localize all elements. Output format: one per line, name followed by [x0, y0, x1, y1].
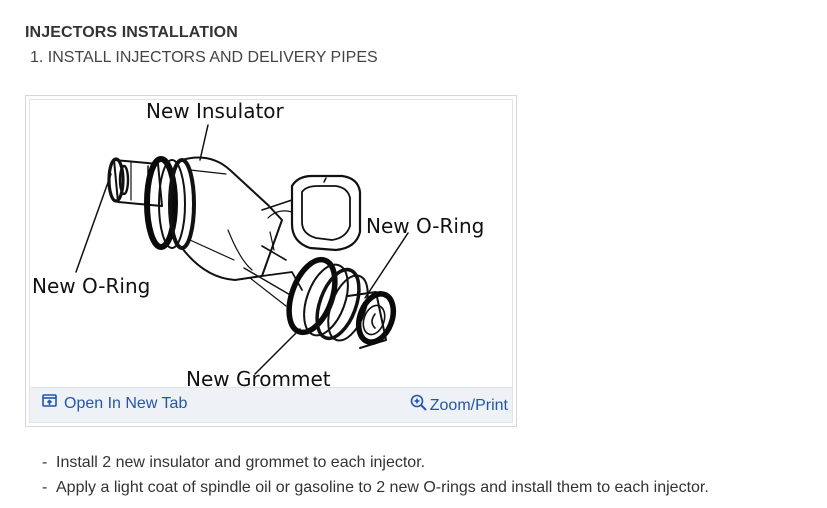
zoom-print-label: Zoom/Print: [429, 396, 508, 414]
instruction-text: Install 2 new insulator and grommet to e…: [56, 454, 426, 471]
label-new-oring-right: New O-Ring: [366, 214, 485, 238]
step-title: 1. INSTALL INJECTORS AND DELIVERY PIPES: [30, 49, 378, 66]
list-item: -Apply a light coat of spindle oil or ga…: [42, 477, 709, 502]
figure-frame: New Insulator New O-Ring New O-Ring New …: [29, 99, 513, 423]
label-new-insulator: New Insulator: [146, 99, 284, 123]
open-tab-label: Open In New Tab: [64, 394, 188, 412]
open-in-new-tab-link[interactable]: Open In New Tab: [42, 394, 187, 413]
instruction-text: Apply a light coat of spindle oil or gas…: [56, 479, 709, 496]
injector-illustration: [75, 124, 409, 375]
figure-container: New Insulator New O-Ring New O-Ring New …: [25, 95, 517, 427]
label-new-oring-left: New O-Ring: [32, 274, 151, 298]
list-item: -Install 2 new insulator and grommet to …: [42, 452, 709, 477]
bullet-marker: -: [42, 454, 48, 471]
figure-toolbar: Open In New Tab Zoom/Print: [30, 387, 512, 422]
bullet-marker: -: [42, 479, 48, 496]
zoom-print-link[interactable]: Zoom/Print: [410, 394, 508, 417]
zoom-in-icon: [410, 394, 428, 417]
section-heading: INJECTORS INSTALLATION: [25, 24, 238, 41]
instruction-list: -Install 2 new insulator and grommet to …: [42, 452, 709, 502]
open-tab-icon: [42, 394, 58, 413]
